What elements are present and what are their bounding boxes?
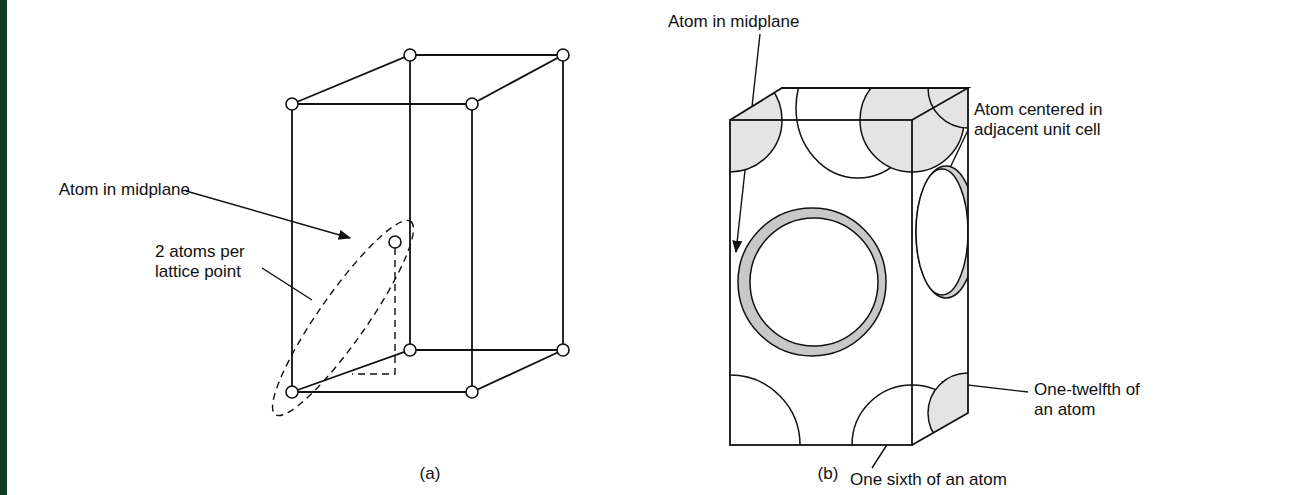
figure-label: (a) xyxy=(410,464,450,484)
figure-label: (b) xyxy=(808,464,848,484)
callout-label: 2 atoms per lattice point xyxy=(155,242,265,282)
unit-cell-box xyxy=(730,88,968,445)
lattice-points xyxy=(286,49,569,398)
callout-label: Atom in midplane xyxy=(10,180,190,200)
dashed-guides xyxy=(256,208,431,429)
callout-label: One sixth of an atom xyxy=(850,470,1050,490)
edge-strip xyxy=(0,0,7,495)
lattice-frame xyxy=(292,55,563,392)
atom-sections xyxy=(660,38,1008,495)
callout-label: Atom in midplane xyxy=(668,12,858,32)
callout-label: Atom centered in adjacent unit cell xyxy=(974,100,1154,140)
callout-label: One-twelfth of an atom xyxy=(1034,380,1144,420)
